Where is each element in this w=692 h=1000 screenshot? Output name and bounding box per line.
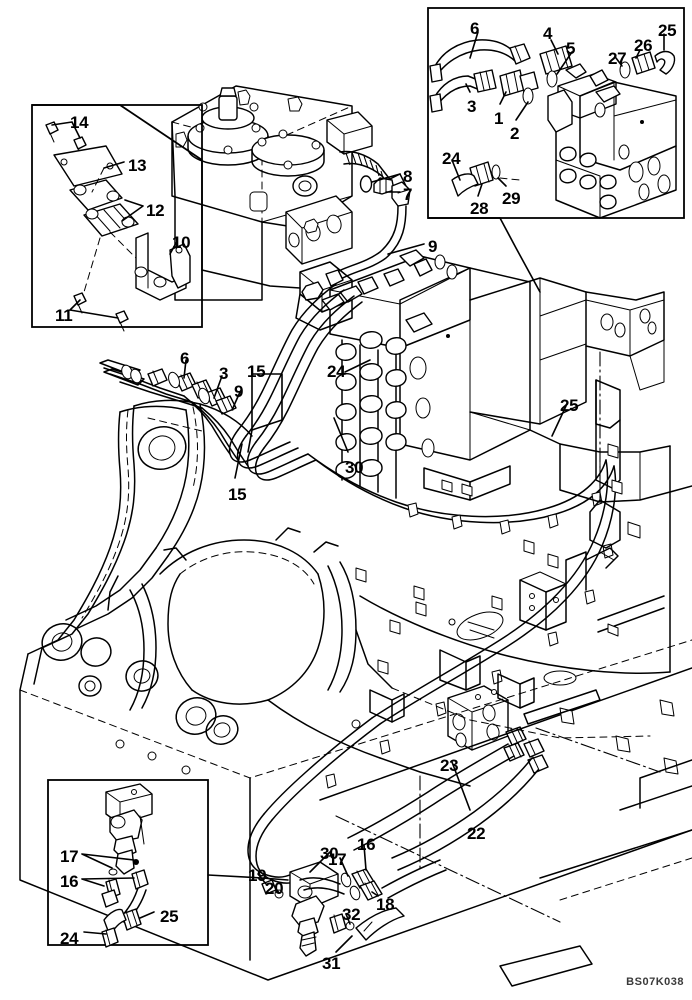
callout-number: 17 [328,850,347,869]
deck-hardware [115,539,679,987]
callout-number: 25 [658,21,677,40]
callout-number: 7 [403,185,413,204]
clamp-parts-exploded [45,121,191,332]
fitting-7-8 [359,175,411,207]
callout-number: 11 [55,306,73,325]
upper-frame-chassis [19,351,692,987]
callout-number: 9 [428,237,438,256]
callout-number: 8 [403,167,413,186]
callout-number: 26 [634,36,653,55]
callout-number: 25 [160,907,179,926]
pedal-valve-fittings-exploded [81,783,155,948]
callout-number: 24 [60,929,79,948]
valve-fittings-exploded [429,31,677,219]
inset-lower-left-artwork [47,779,289,948]
callout-number: 22 [467,824,486,843]
callout-number: 20 [265,879,284,898]
small-manifold-block [285,195,353,265]
part-code-label: BS07K038 [626,976,684,988]
pedal-control-valve-installed [261,859,447,957]
callout-number: 12 [146,201,165,220]
callout-number: 13 [128,156,147,175]
callout-number: 2 [510,124,520,143]
hose-9 [325,205,407,287]
clamp-bracket-installed [295,261,363,331]
valve-top-ports [357,249,458,295]
callout-number: 18 [376,895,395,914]
callout-number: 15 [228,485,247,504]
callout-number: 9 [234,382,244,401]
hose-run-to-manifold [247,453,617,884]
hose-couplings [121,364,237,415]
callout-number: 6 [180,349,190,368]
callout-number: 3 [467,97,477,116]
junction-manifold-block [347,685,549,871]
callout-number: 31 [322,954,341,973]
callout-number: 30 [345,458,364,477]
inset-upper-left-artwork [31,104,301,332]
callout-number: 27 [608,49,627,68]
callout-number: 32 [342,905,361,924]
callout-number: 25 [560,396,579,415]
callout-number: 29 [502,189,521,208]
callout-number: 1 [494,109,504,128]
hose-bundle-left [99,283,363,481]
callout-number: 16 [357,835,376,854]
callout-number: 6 [470,19,480,38]
callout-number: 24 [327,362,346,381]
callout-number: 17 [60,847,79,866]
hydraulic-tank [171,85,373,301]
callout-number: 10 [172,233,191,252]
valve-spool-stack [335,331,435,499]
callout-number: 30 [320,844,339,863]
callout-number: 28 [470,199,489,218]
bracket-vertical [589,351,641,549]
callout-number: 4 [543,24,553,43]
callout-number: 5 [566,39,576,58]
callout-number: 16 [60,872,79,891]
callout-number: 24 [442,149,461,168]
callout-number: 23 [440,756,459,775]
callout-number: 3 [219,364,229,383]
callout-leaders-main [183,173,567,953]
callout-number: 15 [247,362,266,381]
inset-top-right-artwork [427,7,685,293]
callout-number: 14 [70,113,89,132]
callout-number: 19 [248,866,267,885]
main-assembly-artwork [19,85,692,987]
